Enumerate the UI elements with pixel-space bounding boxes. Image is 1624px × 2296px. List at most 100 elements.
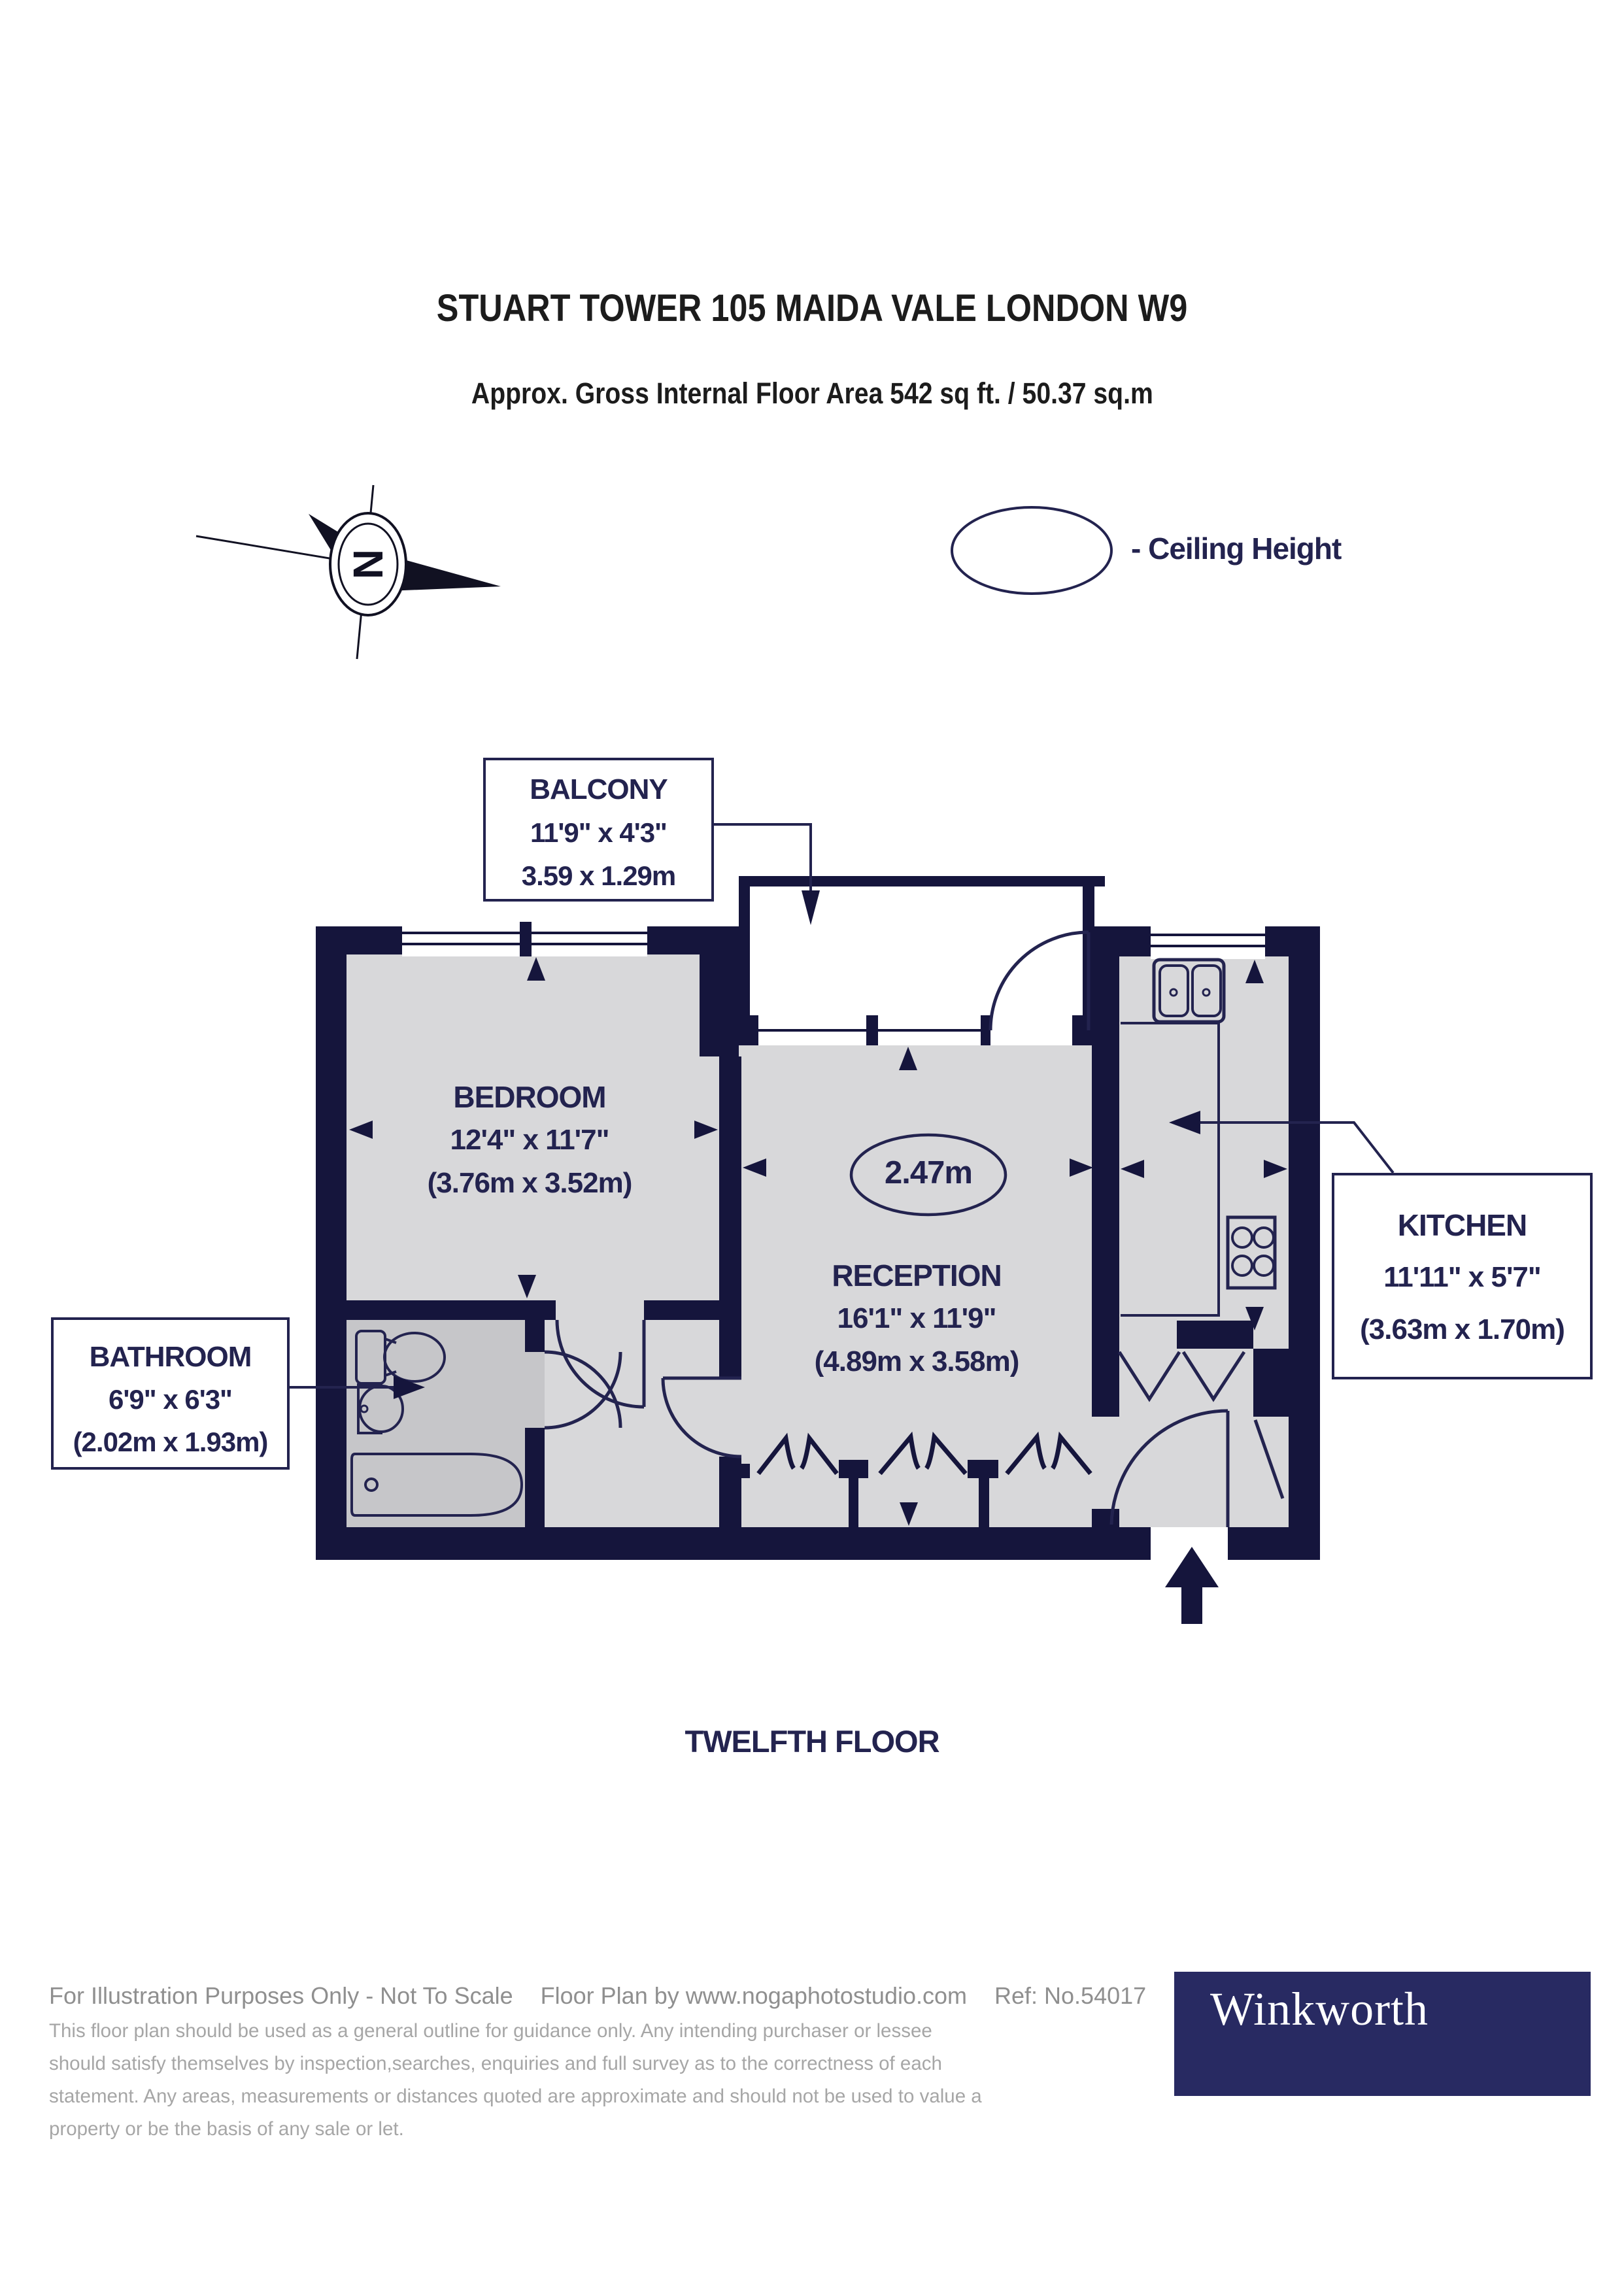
reception-dims-imperial: 16'1" x 11'9"	[837, 1302, 997, 1334]
arrow-bedroom-right	[694, 1121, 718, 1139]
page-title: STUART TOWER 105 MAIDA VALE LONDON W9	[0, 286, 1624, 330]
jamb-balcony-window-left	[750, 1015, 758, 1045]
balcony-dims-metric: 3.59 x 1.29m	[521, 860, 677, 891]
bathroom-door-arc-2	[544, 1351, 622, 1430]
closet-bifold-door-1	[1117, 1351, 1181, 1402]
wall-bedroom-bottom-left	[347, 1300, 556, 1320]
brand-logo-box: Winkworth	[1174, 1972, 1591, 2096]
wall-lobby-closet	[1253, 1349, 1289, 1417]
balcony-door-arc	[989, 930, 1089, 1031]
page-subtitle-text: Approx. Gross Internal Floor Area 542 sq…	[471, 377, 1153, 410]
jamb-balcony-window-right	[981, 1015, 990, 1045]
kitchen-counter	[1121, 1022, 1220, 1317]
wall-balcony-right	[1083, 876, 1094, 956]
bathtub-icon	[350, 1453, 524, 1517]
balcony-leader	[714, 823, 812, 893]
arrow-kitchen-up	[1245, 960, 1264, 983]
reception-name: RECEPTION	[832, 1258, 1002, 1292]
kitchen-name: KITCHEN	[1397, 1208, 1527, 1242]
french-window-3-right	[1051, 1431, 1092, 1476]
arrow-bedroom-left	[349, 1121, 373, 1139]
footer-note-ref: Ref: No.54017	[994, 1982, 1147, 2009]
leader-arrowheads	[394, 890, 1200, 1399]
arrow-kitchen-down	[1245, 1307, 1264, 1330]
north-compass-icon: N	[195, 484, 501, 660]
footer-note-credit: Floor Plan by www.nogaphotostudio.com	[540, 1982, 967, 2009]
jamb-balcony-door	[1072, 1015, 1083, 1045]
wall-left	[316, 926, 347, 1560]
french-window-2-left	[878, 1431, 921, 1476]
arrow-reception-left	[743, 1158, 766, 1177]
balcony-label-box: BALCONY 11'9" x 4'3" 3.59 x 1.29m	[483, 758, 714, 902]
footer-note: For Illustration Purposes Only - Not To …	[49, 1982, 1174, 2010]
bedroom-name: BEDROOM	[453, 1080, 606, 1114]
sill-post-2	[968, 1460, 998, 1478]
wall-balcony-top	[739, 876, 1105, 886]
french-window-1-left	[756, 1432, 796, 1476]
sill-post-1	[839, 1460, 868, 1478]
sill-subpost-2	[979, 1478, 989, 1527]
wall-right	[1289, 926, 1320, 1560]
bedroom-label: BEDROOM 12'4" x 11'7" (3.76m x 3.52m)	[366, 1075, 693, 1205]
french-windows	[756, 1431, 1092, 1476]
footer-disclaimer: This floor plan should be used as a gene…	[49, 2020, 982, 2140]
wall-bedroom-right-top	[700, 926, 739, 1056]
bathroom-floor	[347, 1320, 545, 1527]
wall-bedroom-reception	[719, 1056, 741, 1300]
reception-label: RECEPTION 16'1" x 11'9" (4.89m x 3.58m)	[753, 1254, 1080, 1383]
walls	[316, 876, 1320, 1560]
kitchen-leader-arrow	[1169, 1111, 1200, 1134]
front-door-arc	[1109, 1409, 1228, 1525]
arrow-kitchen-left	[1121, 1160, 1144, 1178]
arrow-bedroom-up	[527, 957, 545, 981]
compass-n-letter: N	[345, 549, 392, 579]
kitchen-label-box: KITCHEN 11'11" x 5'7" (3.63m x 1.70m)	[1332, 1173, 1593, 1379]
doors	[544, 930, 1285, 1527]
sill-stub-left	[739, 1464, 750, 1478]
closet-bifold-door-2	[1181, 1351, 1246, 1402]
balcony-door-opening	[990, 1015, 1072, 1045]
bathroom-label-box: BATHROOM 6'9" x 6'3" (2.02m x 1.93m)	[51, 1317, 290, 1470]
bedroom-dims-imperial: 12'4" x 11'7"	[450, 1124, 610, 1156]
leader-lines	[290, 823, 1395, 1389]
reception-dims-metric: (4.89m x 3.58m)	[814, 1345, 1020, 1377]
wall-hall-reception-lower	[719, 1457, 741, 1527]
balcony-leader-arrow	[802, 890, 820, 925]
footer-note-scale: For Illustration Purposes Only - Not To …	[49, 1982, 513, 2009]
wall-kitchen-left	[1092, 956, 1119, 1349]
bathroom-door-arc-1	[544, 1350, 622, 1428]
wall-bathroom-right-top	[525, 1320, 545, 1352]
french-window-1-right	[800, 1432, 839, 1476]
reception-ceiling-height: 2.47m	[885, 1155, 973, 1190]
arrow-bedroom-down	[518, 1275, 536, 1298]
entrance-arrow-icon	[1165, 1547, 1219, 1624]
wall-balcony-left	[739, 876, 750, 1045]
kitchen-dims-imperial: 11'11" x 5'7"	[1383, 1261, 1542, 1293]
bathroom-leader-arrow	[394, 1376, 425, 1399]
page-title-text: STUART TOWER 105 MAIDA VALE LONDON W9	[436, 287, 1188, 329]
bedroom-door-arc	[555, 1319, 645, 1409]
french-window-2-right	[924, 1431, 968, 1476]
balcony-dims-imperial: 11'9" x 4'3"	[530, 817, 668, 848]
ceiling-height-legend-ellipse	[951, 506, 1113, 595]
wall-bottom-right	[1228, 1527, 1320, 1560]
arrow-reception-down	[900, 1502, 918, 1526]
kitchen-dims-metric: (3.63m x 1.70m)	[1360, 1313, 1565, 1345]
kitchen-hob-icon	[1226, 1215, 1277, 1290]
bathroom-name: BATHROOM	[89, 1341, 252, 1373]
reception-ceiling-ellipse	[849, 1133, 1007, 1217]
brand-logo-text: Winkworth	[1210, 1983, 1429, 2035]
french-window-3-left	[1005, 1431, 1047, 1476]
room-floors	[347, 886, 1289, 1527]
kitchen-leader	[1186, 1121, 1395, 1174]
arrow-reception-right	[1070, 1158, 1093, 1177]
arrow-reception-up	[899, 1047, 917, 1070]
hall-reception-door-arc	[661, 1377, 742, 1459]
wall-bathroom-right-bottom	[525, 1428, 545, 1527]
wall-bottom-left	[316, 1527, 1151, 1560]
wall-kitchen-bottom	[1177, 1321, 1253, 1349]
balcony-name: BALCONY	[530, 773, 668, 805]
wall-reception-lobby-upper	[1092, 1349, 1119, 1417]
